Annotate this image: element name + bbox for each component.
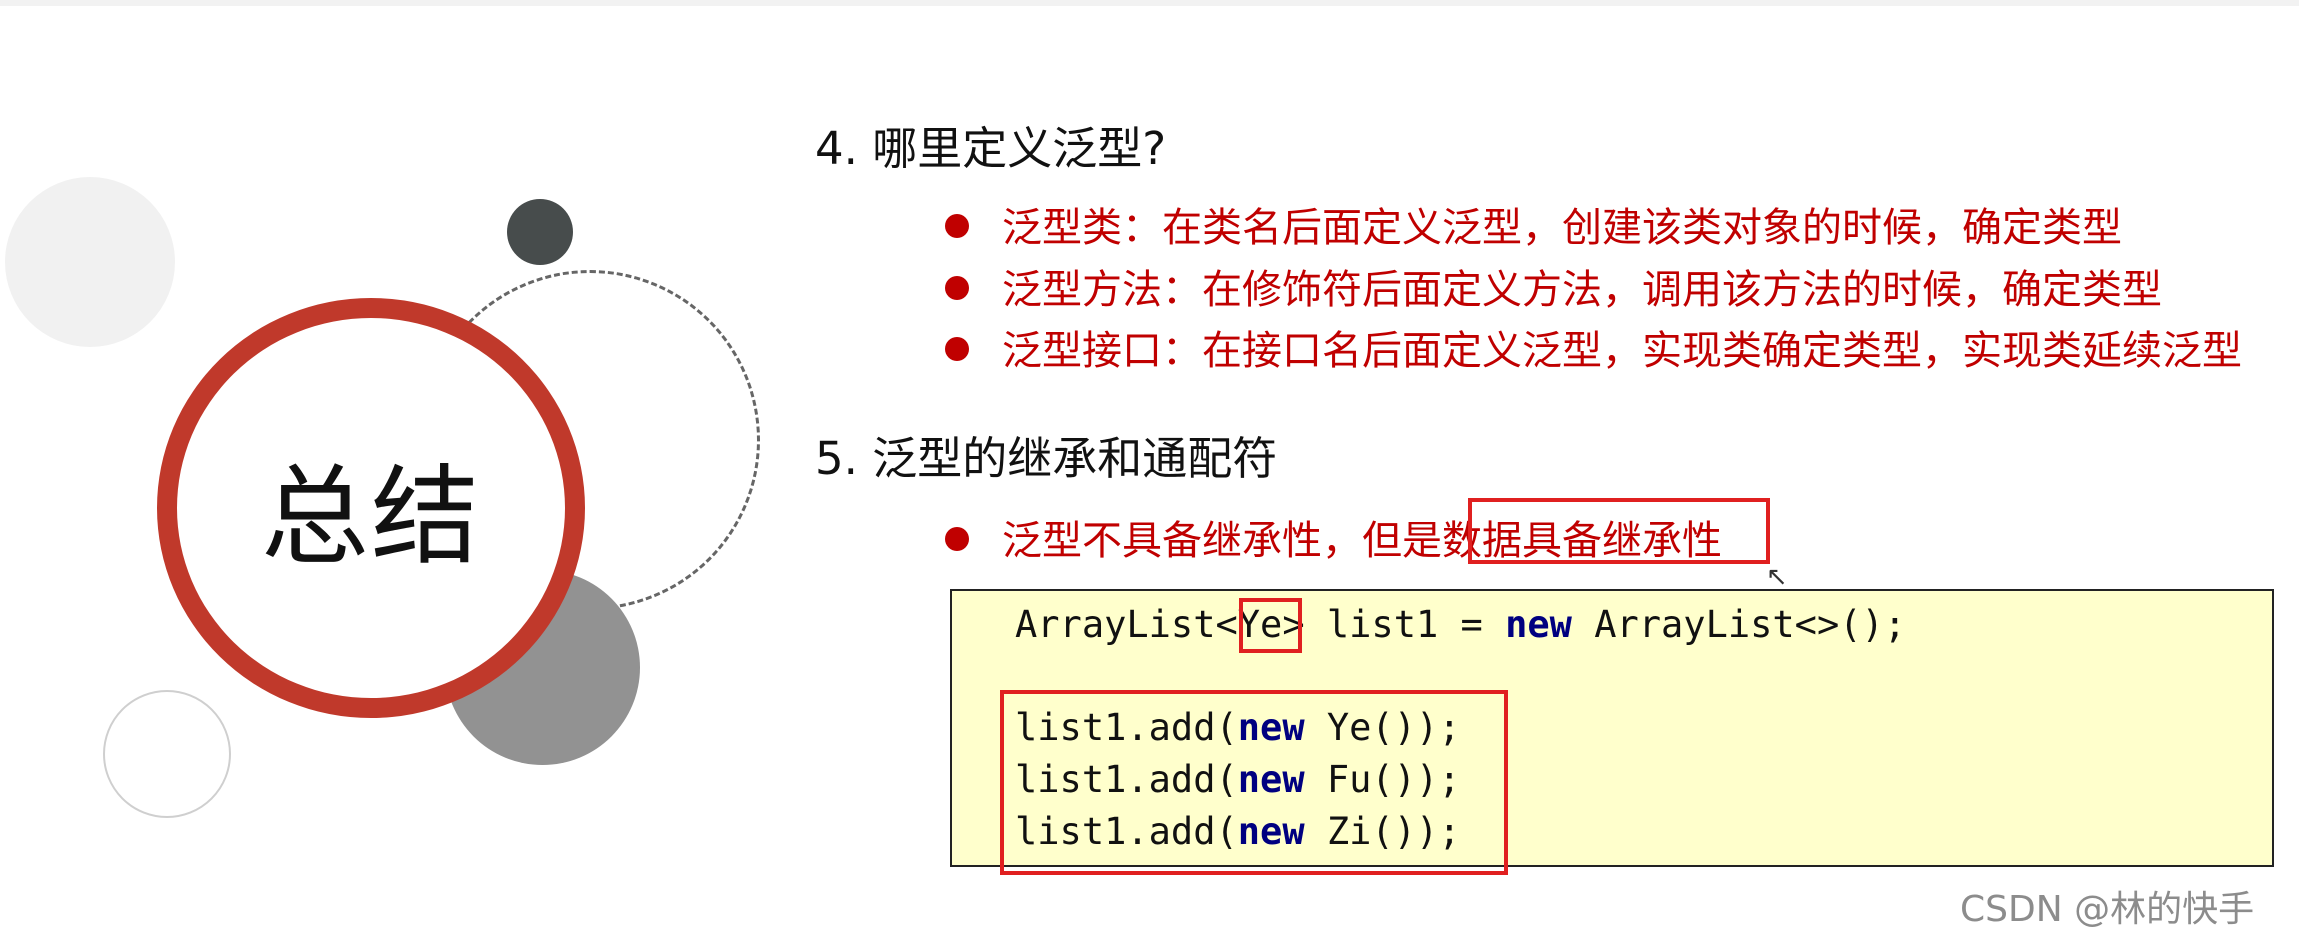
code-block [950,589,2274,867]
code-line-declaration: ArrayList<Ye> list1 = new ArrayList<>(); [1015,603,1907,646]
bullet-generic-interface: 泛型接口：在接口名后面定义泛型，实现类确定类型，实现类延续泛型 [945,318,2242,376]
decor-circle-light [5,177,175,347]
code-line-add-ye: list1.add(new Ye()); [1015,706,1461,749]
page-title: 总结 [260,455,481,580]
bullet-dot-icon [945,276,969,300]
mouse-cursor-icon: ↖ [1766,562,1788,592]
add-lines-highlight [1000,690,1508,875]
decor-circle-outline [103,690,231,818]
bullet-text: 泛型类：在类名后面定义泛型，创建该类对象的时候，确定类型 [1002,205,2122,251]
type-param-highlight [1239,598,1302,653]
decor-circle-dark [507,199,573,265]
bullet-dot-icon [945,214,969,238]
bullet-generic-class: 泛型类：在类名后面定义泛型，创建该类对象的时候，确定类型 [945,195,2122,253]
code-line-add-zi: list1.add(new Zi()); [1015,810,1461,853]
section-5-heading: 5. 泛型的继承和通配符 [815,432,1278,485]
watermark: CSDN @林的快手 [1960,889,2255,930]
bullet-text: 泛型接口：在接口名后面定义泛型，实现类确定类型，实现类延续泛型 [1002,328,2242,374]
bullet-dot-icon [945,337,969,361]
section-4-heading: 4. 哪里定义泛型? [815,122,1167,175]
bullet-dot-icon [945,527,969,551]
bullet-generic-method: 泛型方法：在修饰符后面定义方法，调用该方法的时候，确定类型 [945,257,2162,315]
bullet-text: 泛型方法：在修饰符后面定义方法，调用该方法的时候，确定类型 [1002,267,2162,313]
top-band [0,0,2299,6]
bullet-highlight-text: 数据具备继承性 [1442,518,1722,564]
bullet-text: 泛型不具备继承性，但是 [1002,518,1442,564]
bullet-inheritance: 泛型不具备继承性，但是数据具备继承性 [945,508,1722,566]
highlight-box [1468,498,1770,564]
code-line-add-fu: list1.add(new Fu()); [1015,758,1461,801]
